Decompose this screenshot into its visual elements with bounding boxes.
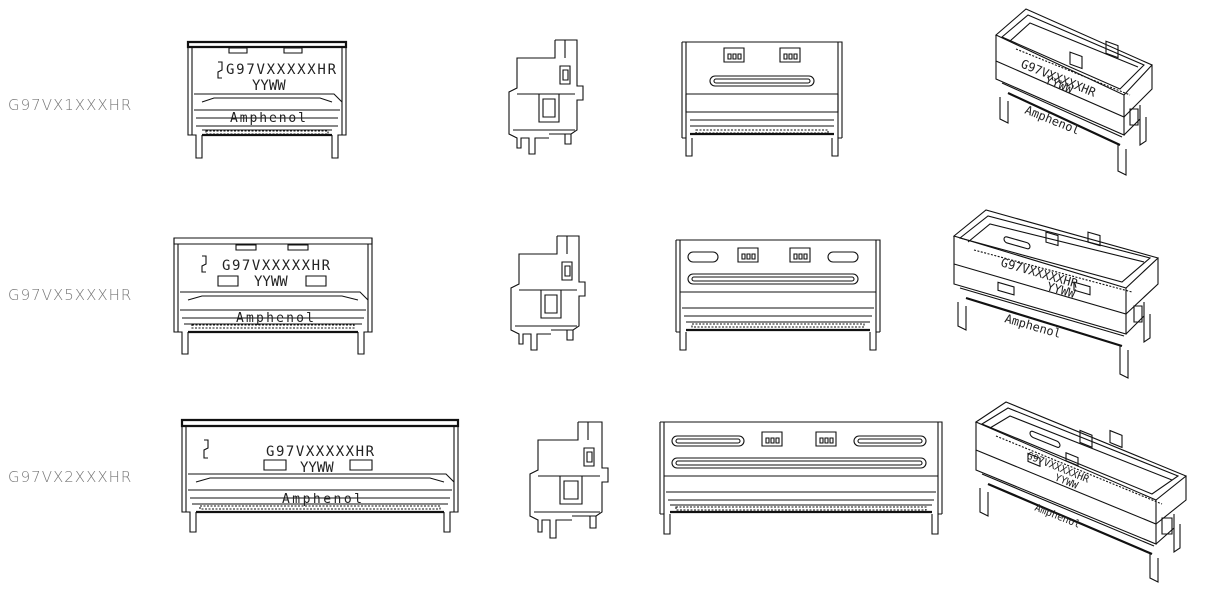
date-code: YYWW — [252, 78, 286, 94]
part-marking: G97VXXXXXHR — [222, 258, 331, 274]
front-view-row3: G97VXXXXXHR YYWW Amphenol — [178, 418, 462, 536]
date-code: YYWW — [300, 460, 334, 476]
front-view-row2: G97VXXXXXHR YYWW Amphenol — [170, 236, 376, 356]
brand-marking: Amphenol — [1023, 103, 1082, 138]
brand-marking: Amphenol — [230, 111, 306, 126]
part-marking: G97VXXXXXHR — [226, 62, 337, 78]
row-label-1: G97VX1XXXHR — [8, 96, 133, 114]
front-view-row1: G97VXXXXXHR YYWW Amphenol — [184, 40, 350, 160]
iso-view-row3: G97VXXXXXHR YYWW Amphenol — [970, 400, 1192, 584]
side-view-row3 — [526, 420, 610, 540]
side-view-row1 — [505, 38, 585, 156]
brand-marking: Amphenol — [282, 492, 362, 507]
iso-view-row1: G97VXXXXXHR YYWW Amphenol — [990, 5, 1160, 177]
side-view-row2 — [507, 234, 587, 352]
top-view-row2 — [672, 236, 884, 354]
top-view-row3 — [656, 418, 946, 538]
brand-marking: Amphenol — [1033, 503, 1082, 531]
top-view-row1 — [676, 38, 848, 162]
iso-view-row2: G97VXXXXXHR YYWW Amphenol — [948, 206, 1164, 382]
date-code: YYWW — [254, 274, 288, 290]
part-marking: G97VXXXXXHR — [266, 444, 375, 460]
row-label-2: G97VX5XXXHR — [8, 286, 133, 304]
row-label-3: G97VX2XXXHR — [8, 468, 133, 486]
